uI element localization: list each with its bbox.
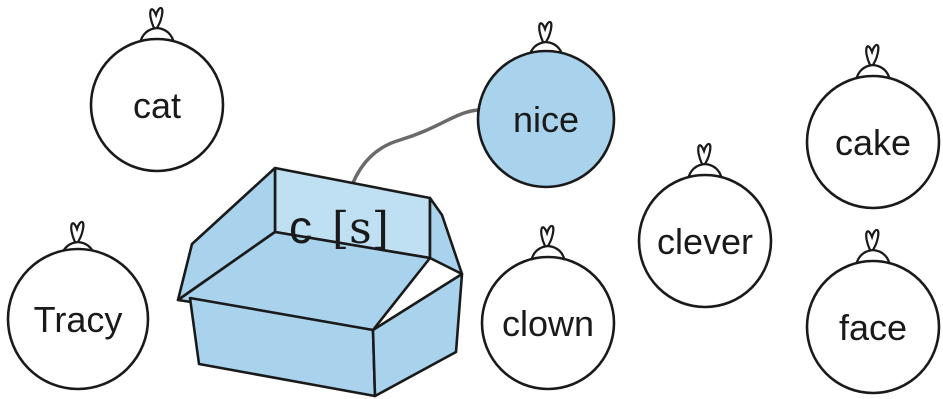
sound-box[interactable]: [176, 166, 464, 398]
ornament-cake[interactable]: cake: [805, 43, 941, 210]
ornament-ball: [805, 259, 941, 395]
ornament-label: cake: [835, 122, 911, 163]
ornament-cat[interactable]: cat: [89, 6, 225, 173]
ornament-ball: [480, 255, 616, 391]
ornament-label: cat: [133, 85, 181, 126]
ornament-ball: [6, 247, 150, 391]
box-side-face: [371, 272, 464, 398]
ornament-ball: [805, 74, 941, 210]
ornament-tracy[interactable]: Tracy: [6, 220, 150, 391]
ornament-nice[interactable]: nice: [476, 20, 616, 189]
ornament-label: Tracy: [34, 299, 123, 340]
ornament-label: clever: [657, 221, 753, 262]
ornament-clever[interactable]: clever: [637, 142, 773, 309]
ornament-label: face: [839, 307, 907, 348]
ornament-label: nice: [513, 99, 579, 140]
ornament-label: clown: [502, 303, 594, 344]
box-right-flap: [428, 196, 464, 276]
box-sound: [s]: [332, 203, 389, 254]
ornament-ball: [89, 37, 225, 173]
ornament-clown[interactable]: clown: [480, 224, 616, 391]
ornament-ball: [637, 173, 773, 309]
ornament-face[interactable]: face: [805, 228, 941, 395]
box-letter: c: [289, 201, 312, 253]
ornament-ball: [476, 49, 616, 189]
